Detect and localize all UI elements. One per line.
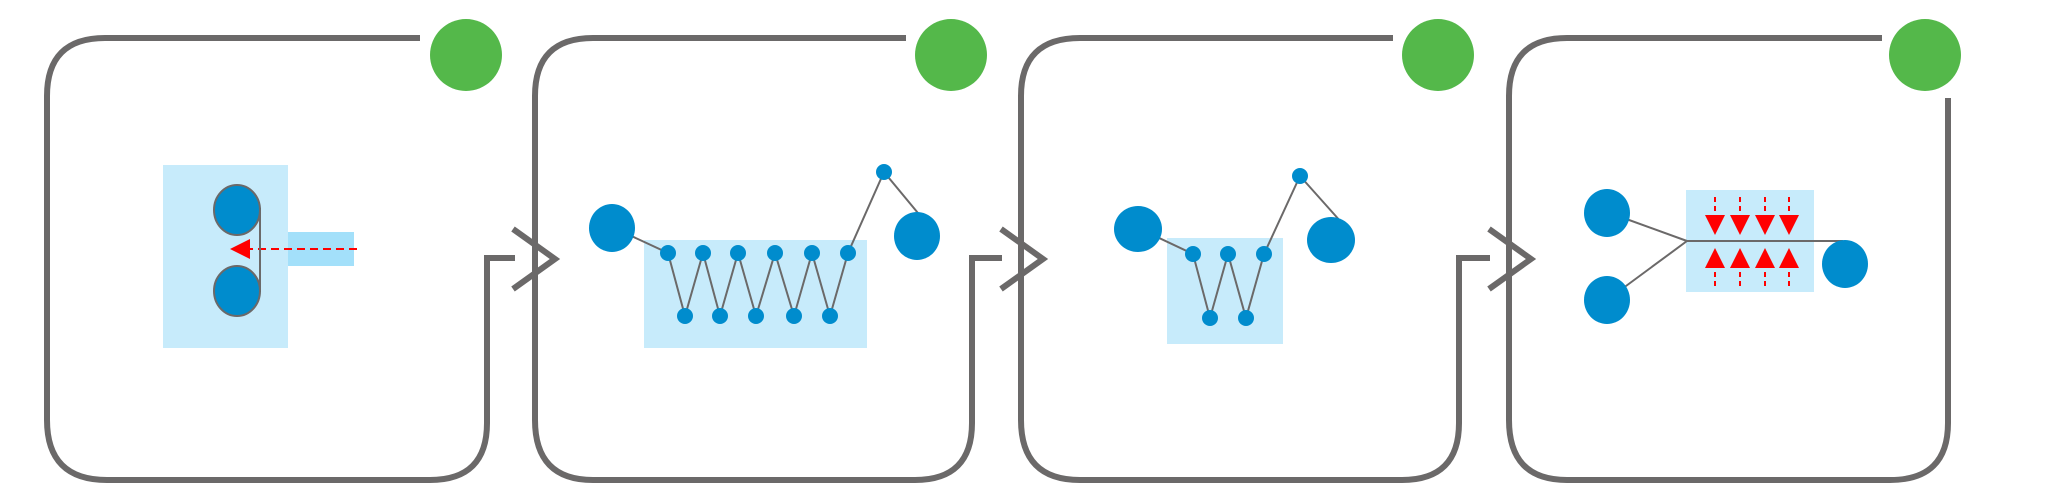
roller-left	[589, 204, 635, 252]
panel-frame	[44, 35, 515, 483]
serpentine-web	[1137, 174, 1351, 322]
roller-bottom	[213, 265, 261, 317]
roller-right	[894, 212, 940, 260]
status-dot	[1889, 19, 1961, 91]
process-zone	[644, 240, 867, 348]
lower-rollers	[677, 308, 838, 324]
roller-left	[1114, 206, 1162, 252]
press-arrows-down	[1705, 197, 1799, 235]
idler-top	[876, 164, 892, 180]
press-arrows-up	[1705, 248, 1799, 286]
upper-rollers	[1185, 246, 1272, 262]
panel-step-1	[44, 19, 515, 483]
panel-frame	[532, 35, 1002, 483]
panel-frame	[1018, 35, 1490, 483]
status-dot	[1402, 19, 1474, 91]
status-dot	[915, 19, 987, 91]
lower-rollers	[1202, 310, 1254, 326]
panel-step-3	[1018, 19, 1490, 483]
panel-step-4	[1506, 19, 1961, 483]
status-dot	[430, 19, 502, 91]
roller-right	[1822, 240, 1868, 288]
roller-top	[213, 184, 261, 236]
upper-rollers	[660, 245, 856, 261]
roller-right	[1307, 217, 1355, 263]
chevron-right-icon	[511, 226, 561, 292]
chevron-right-icon	[1487, 226, 1537, 292]
roller-bottom-left	[1584, 276, 1630, 324]
panel-step-2	[532, 19, 1002, 483]
panel-frame	[1506, 35, 1951, 483]
serpentine-web	[611, 170, 938, 320]
chevron-right-icon	[999, 226, 1049, 292]
roller-top-left	[1584, 189, 1630, 237]
idler-top	[1292, 168, 1308, 184]
